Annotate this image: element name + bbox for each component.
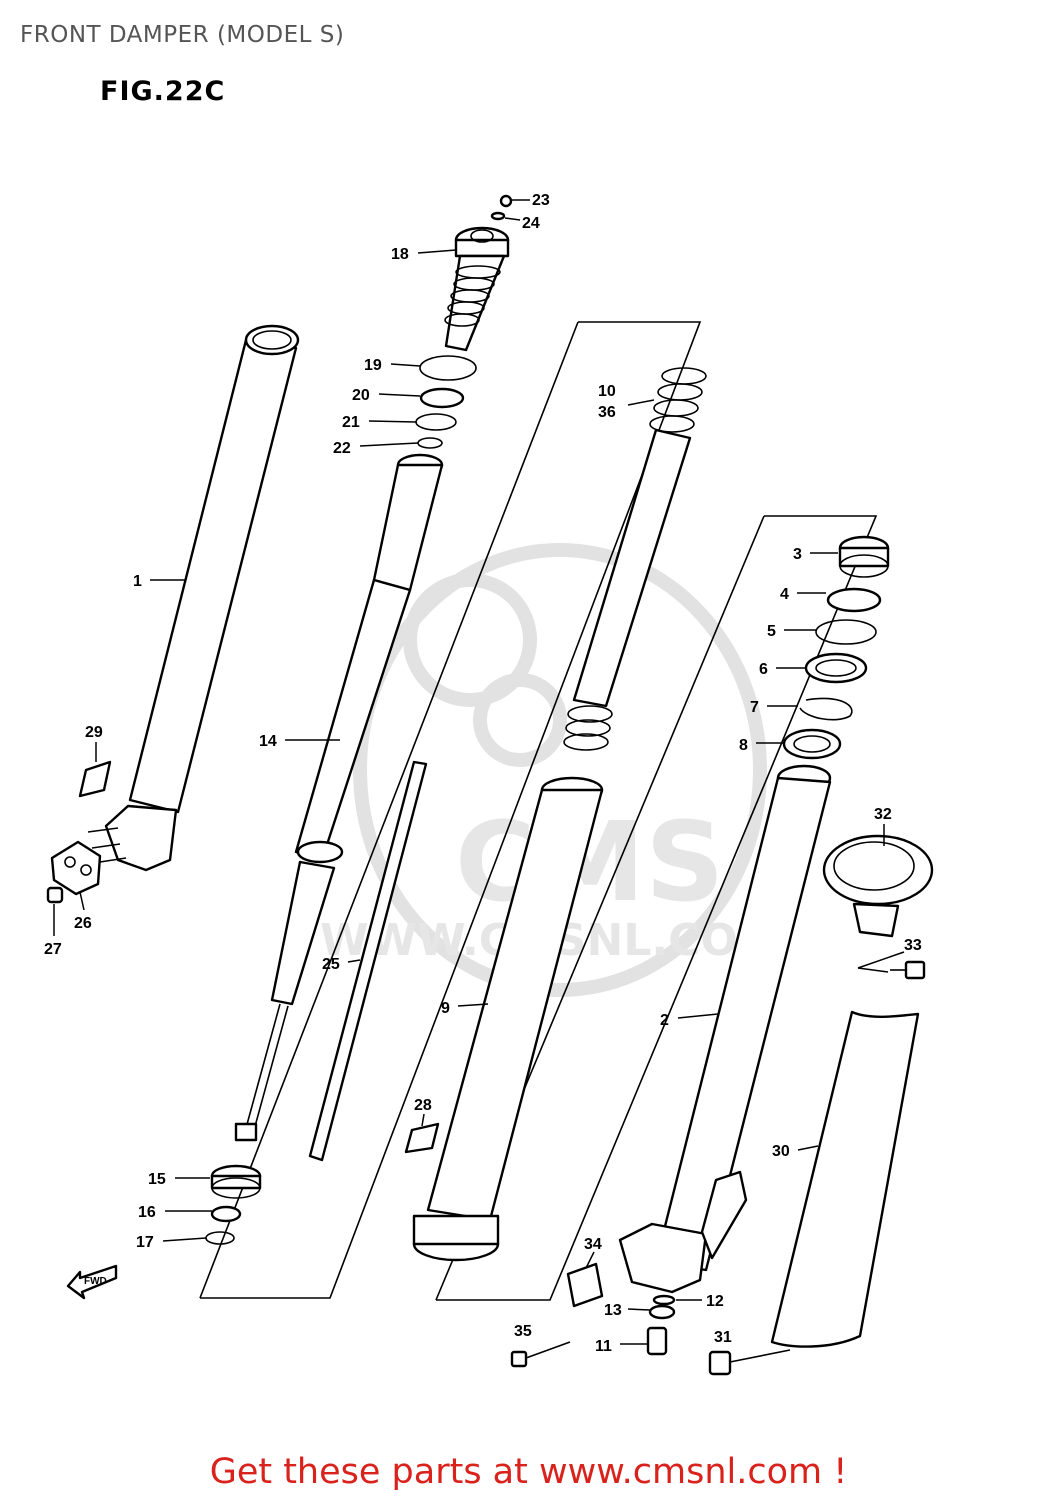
callout-16: 16 <box>138 1204 156 1221</box>
callout-9: 9 <box>441 1000 450 1017</box>
callout-13: 13 <box>604 1302 622 1319</box>
part-18-cap-bolt <box>444 226 510 352</box>
part-4-washer <box>826 587 882 613</box>
callout-15: 15 <box>148 1171 166 1188</box>
part-2-outer-tube <box>618 764 832 1294</box>
part-25-rod <box>308 760 428 1162</box>
group-outline-left <box>199 321 702 1299</box>
callout-20: 20 <box>352 387 370 404</box>
callout-25: 25 <box>322 956 340 973</box>
callout-33: 33 <box>904 937 922 954</box>
part-3-bushing <box>838 535 890 578</box>
callout-19: 19 <box>364 357 382 374</box>
fwd-arrow-label: FWD <box>84 1276 107 1287</box>
figure-label: FIG.22C <box>100 76 226 107</box>
part-8-dust-seal <box>782 728 842 760</box>
part-6-oil-seal <box>804 652 868 684</box>
part-33-bolt <box>890 960 926 980</box>
callout-22: 22 <box>333 440 351 457</box>
part-1-outer-tube <box>87 324 300 872</box>
callout-11: 11 <box>595 1338 612 1355</box>
part-13-washer <box>648 1304 676 1320</box>
part-35-screw <box>510 1341 571 1368</box>
part-10-spring <box>563 367 707 751</box>
callout-24: 24 <box>522 215 540 232</box>
callout-28: 28 <box>414 1097 432 1114</box>
callout-3: 3 <box>793 546 802 563</box>
part-27-bolt <box>46 886 64 904</box>
callout-36: 36 <box>598 404 616 421</box>
callout-2: 2 <box>660 1012 669 1029</box>
part-22-washer <box>417 437 443 449</box>
part-11-drain-bolt <box>646 1326 668 1356</box>
callout-35: 35 <box>514 1323 532 1340</box>
callout-17: 17 <box>136 1234 154 1251</box>
part-31-bolt <box>708 1349 791 1376</box>
footer-link-text[interactable]: Get these parts at www.cmsnl.com ! <box>209 1452 848 1492</box>
part-34-plate <box>566 1262 604 1308</box>
part-14-damper-cylinder <box>234 453 444 1142</box>
part-30-fork-guard <box>770 1010 920 1348</box>
part-23-screw <box>499 194 513 208</box>
callout-8: 8 <box>739 737 748 754</box>
callout-6: 6 <box>759 661 768 678</box>
part-19-oring <box>419 355 477 381</box>
part-26-clamp <box>50 840 102 896</box>
callout-5: 5 <box>767 623 776 640</box>
part-17-oring <box>205 1231 235 1245</box>
part-9-inner-tube <box>412 776 604 1262</box>
part-20-ring <box>419 387 465 409</box>
part-21-ring <box>415 413 457 431</box>
callout-26: 26 <box>74 915 92 932</box>
callout-labels: 1 2 3 4 5 6 7 8 9 10 36 11 12 13 14 15 1… <box>44 192 922 1355</box>
part-5-oring <box>815 619 877 645</box>
callout-32: 32 <box>874 806 892 823</box>
part-29-tag <box>78 760 112 798</box>
callout-10: 10 <box>598 383 616 400</box>
part-15-bushing <box>210 1164 262 1199</box>
callout-21: 21 <box>342 414 360 431</box>
part-32-guard-clamp <box>822 834 934 938</box>
callout-18: 18 <box>391 246 409 263</box>
callout-29: 29 <box>85 724 103 741</box>
page-title: FRONT DAMPER (MODEL S) <box>20 22 345 48</box>
part-24-washer <box>490 211 506 221</box>
callout-31: 31 <box>714 1329 732 1346</box>
forward-direction-arrow: FWD <box>66 1264 118 1300</box>
callout-34: 34 <box>584 1236 602 1253</box>
part-7-clip <box>799 697 853 721</box>
callout-4: 4 <box>780 586 789 603</box>
callout-1: 1 <box>133 573 142 590</box>
callout-30: 30 <box>772 1143 790 1160</box>
callout-12: 12 <box>706 1293 724 1310</box>
callout-23: 23 <box>532 192 550 209</box>
part-16-washer <box>210 1205 242 1223</box>
part-28-tag <box>404 1122 440 1154</box>
callout-14: 14 <box>259 733 277 750</box>
callout-27: 27 <box>44 941 62 958</box>
part-12-gasket <box>652 1294 676 1306</box>
callout-7: 7 <box>750 699 759 716</box>
